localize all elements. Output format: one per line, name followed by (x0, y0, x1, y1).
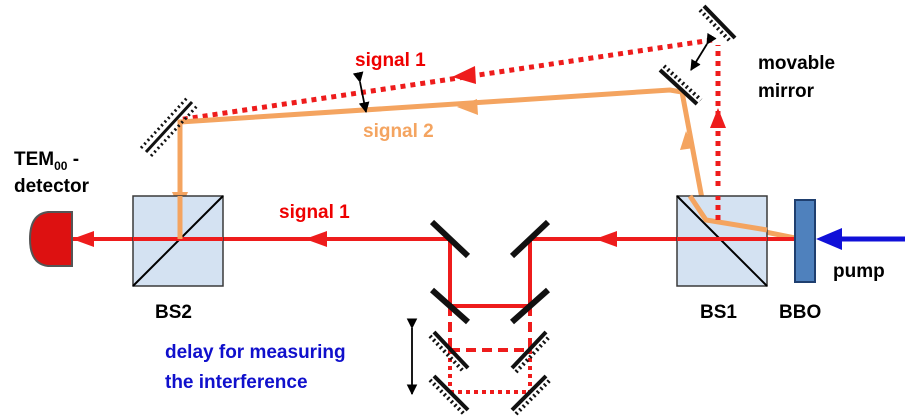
bbo-label: BBO (779, 302, 821, 323)
tem-label: TEM00 - (14, 149, 79, 173)
hatched-mirrors (139, 4, 737, 416)
movable-mirror-double-arrow (690, 32, 717, 71)
fixed-mirror-left-icon (139, 96, 199, 158)
fixed-mirror-right-icon (658, 64, 703, 106)
delay-mirrors-solid (429, 219, 551, 325)
pump-beam (816, 228, 905, 250)
signal1-dotted-beam (177, 37, 726, 186)
signal-separation-double-arrow (352, 71, 370, 114)
detector-label: detector (14, 176, 90, 197)
signal1-solid-beam (68, 231, 795, 394)
bs1-label: BS1 (700, 302, 737, 323)
movable-mirror-label-line1: movable (758, 53, 835, 74)
signal2-label: signal 2 (363, 121, 434, 142)
movable-mirror-label-line2: mirror (758, 81, 815, 102)
signal1-bottom-label: signal 1 (279, 202, 350, 223)
signal1-top-label: signal 1 (355, 50, 426, 71)
pump-label: pump (833, 261, 885, 282)
delay-mirrors-dashed-icon (428, 330, 552, 374)
bbo-crystal (794, 199, 816, 283)
delay-label-line1: delay for measuring (165, 342, 346, 363)
delay-mirrors-dotted-icon (428, 374, 552, 416)
signal2-through-bs1 (687, 194, 768, 233)
detector-icon (28, 211, 73, 267)
movable-mirror-icon (698, 4, 737, 44)
bs2-label: BS2 (155, 302, 192, 323)
delay-label-line2: the interference (165, 372, 308, 393)
